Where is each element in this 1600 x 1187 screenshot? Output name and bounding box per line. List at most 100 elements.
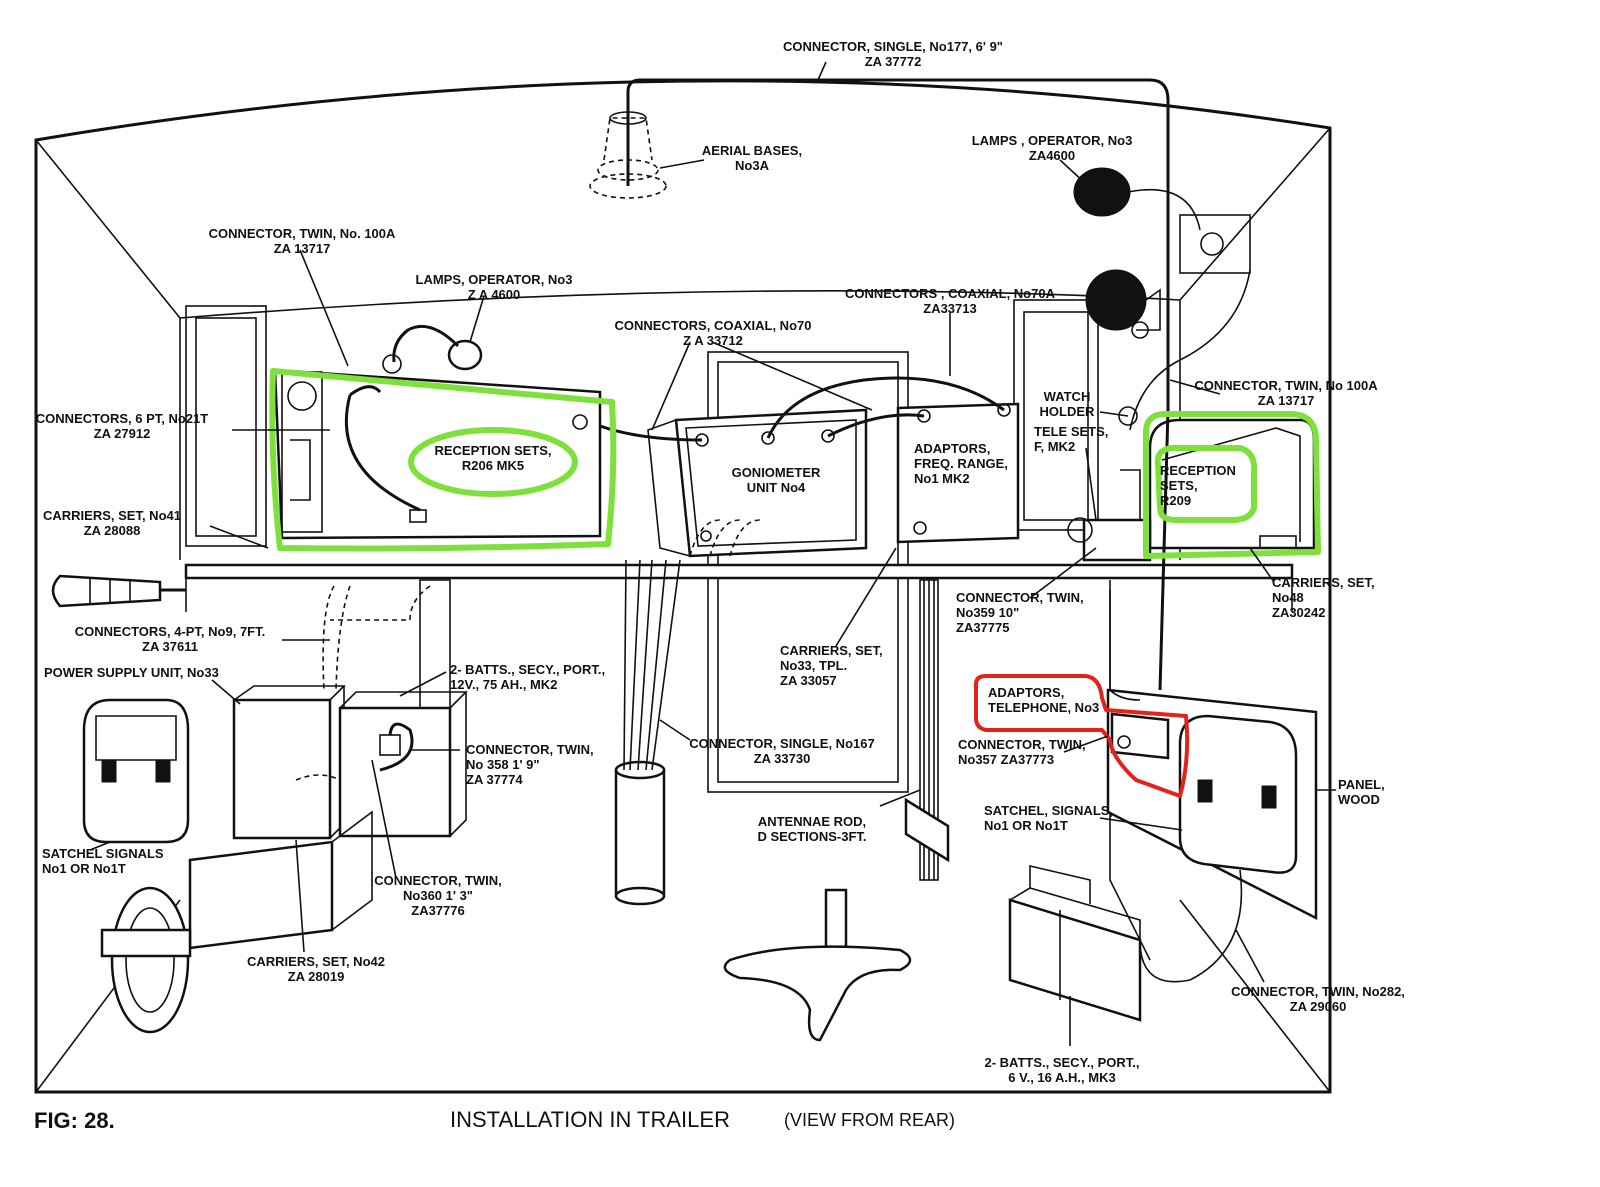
cable-bundle-left bbox=[322, 585, 431, 691]
callout-line: No1 OR No1T bbox=[984, 818, 1068, 833]
cable-drum bbox=[100, 886, 192, 1034]
callout-line: CONNECTORS, COAXIAL, No70 bbox=[615, 318, 812, 333]
callout-line: ADAPTORS, bbox=[988, 685, 1064, 700]
callout-line: CARRIERS, SET, bbox=[1272, 575, 1375, 590]
callout-line: ZA30242 bbox=[1272, 605, 1325, 620]
callout-label-l12: RECEPTION SETS,R206 MK5 bbox=[434, 443, 551, 473]
callout-line: Z A 33712 bbox=[683, 333, 743, 348]
callout-label-l27: PANEL,WOOD bbox=[1338, 777, 1385, 807]
callout-line: ZA 28019 bbox=[288, 969, 345, 984]
leader-lines bbox=[89, 61, 1336, 1046]
telephone-adaptor bbox=[1110, 712, 1170, 760]
callout-label-l31: CONNECTOR, TWIN,No360 1' 3"ZA37776 bbox=[374, 873, 502, 918]
callout-line: No1 MK2 bbox=[914, 471, 970, 486]
callout-line: No360 1' 3" bbox=[403, 888, 473, 903]
callout-line: CONNECTORS, 4-PT, No9, 7FT. bbox=[75, 624, 265, 639]
carrier-set-no41 bbox=[51, 574, 186, 608]
highlight-telephone-adaptor bbox=[974, 674, 1190, 798]
callout-line: F, MK2 bbox=[1034, 439, 1075, 454]
callout-line: 2- BATTS., SECY., PORT., bbox=[984, 1055, 1139, 1070]
callout-line: CONNECTOR, SINGLE, No177, 6' 9" bbox=[783, 39, 1003, 54]
callout-line: ZA 27912 bbox=[94, 426, 151, 441]
satchel-right bbox=[1178, 714, 1298, 874]
callout-line: ADAPTORS, bbox=[914, 441, 990, 456]
callout-label-l22: 2- BATTS., SECY., PORT.,12V., 75 AH., MK… bbox=[450, 662, 605, 692]
antenna-rods bbox=[614, 519, 761, 906]
callout-line: 2- BATTS., SECY., PORT., bbox=[450, 662, 605, 677]
caption-title: INSTALLATION IN TRAILER bbox=[450, 1107, 730, 1132]
callout-line: CONNECTORS, 6 PT, No21T bbox=[36, 411, 208, 426]
callout-line: ZA4600 bbox=[1029, 148, 1075, 163]
highlight-reception-set-r209 bbox=[1143, 411, 1321, 559]
callout-line: No1 OR No1T bbox=[42, 861, 126, 876]
callout-label-l25: CONNECTOR, TWIN,No 358 1' 9"ZA 37774 bbox=[466, 742, 594, 787]
callout-line: ZA 33057 bbox=[780, 673, 837, 688]
callout-line: ZA 37772 bbox=[865, 54, 922, 69]
callout-line: ZA 13717 bbox=[274, 241, 331, 256]
callout-line: ZA37775 bbox=[956, 620, 1009, 635]
callout-line: SATCHEL SIGNALS bbox=[42, 846, 164, 861]
callout-line: CONNECTOR, TWIN, bbox=[466, 742, 594, 757]
callout-line: ZA 28088 bbox=[84, 523, 141, 538]
callout-label-l28: SATCHEL, SIGNALS,No1 OR No1T bbox=[984, 803, 1113, 833]
reception-set-r206 bbox=[273, 368, 602, 540]
satchel-left bbox=[82, 698, 190, 844]
callout-label-l26: CONNECTOR, TWIN,No357 ZA37773 bbox=[958, 737, 1086, 767]
freq-range-adaptor bbox=[896, 402, 1020, 544]
callout-line: CONNECTOR, TWIN, bbox=[956, 590, 1084, 605]
figure-number: FIG: 28. bbox=[34, 1108, 115, 1133]
callout-line: CONNECTOR, TWIN, No. 100A bbox=[209, 226, 396, 241]
highlight-reception-set-r206 bbox=[269, 368, 617, 552]
goniometer-unit bbox=[647, 408, 868, 558]
callout-line: No3A bbox=[735, 158, 770, 173]
callout-line: No357 ZA37773 bbox=[958, 752, 1054, 767]
callout-line: CARRIERS, SET, No42 bbox=[247, 954, 385, 969]
tele-set bbox=[1067, 406, 1152, 562]
callout-line: HOLDER bbox=[1040, 404, 1096, 419]
callout-line: CONNECTOR, TWIN, No282, bbox=[1231, 984, 1405, 999]
callout-label-l21: POWER SUPPLY UNIT, No33 bbox=[44, 665, 219, 680]
callout-label-l02: AERIAL BASES,No3A bbox=[702, 143, 802, 173]
callout-label-l13: ADAPTORS,FREQ. RANGE,No1 MK2 bbox=[914, 441, 1008, 486]
callout-line: No 358 1' 9" bbox=[466, 757, 540, 772]
callout-line: RECEPTION SETS, bbox=[434, 443, 551, 458]
callout-line: GONIOMETER bbox=[732, 465, 821, 480]
operator-lamp-right-top bbox=[1073, 167, 1251, 431]
aerial-base bbox=[589, 78, 1170, 410]
coaxial-connectors bbox=[599, 376, 1005, 442]
callout-line: LAMPS , OPERATOR, No3 bbox=[972, 133, 1133, 148]
tripod-stand bbox=[723, 888, 912, 1042]
callout-label-l34: 2- BATTS., SECY., PORT.,6 V., 16 A.H., M… bbox=[984, 1055, 1139, 1085]
power-supply-unit bbox=[232, 685, 346, 840]
callout-label-l20: CARRIERS, SET,No33, TPL.ZA 33057 bbox=[780, 643, 883, 688]
callout-line: CONNECTOR, SINGLE, No167 bbox=[689, 736, 874, 751]
operator-lamp-right-mid bbox=[1085, 269, 1161, 339]
callout-line: ZA37776 bbox=[411, 903, 464, 918]
callout-line: ZA33713 bbox=[923, 301, 976, 316]
callout-labels: CONNECTOR, SINGLE, No177, 6' 9"ZA 37772A… bbox=[36, 39, 1405, 1085]
right-cables bbox=[1109, 409, 1243, 983]
carrier-set-no42 bbox=[188, 810, 373, 950]
callout-label-l19: CONNECTORS, 4-PT, No9, 7FT.ZA 37611 bbox=[75, 624, 265, 654]
callout-line: SATCHEL, SIGNALS, bbox=[984, 803, 1113, 818]
callout-line: R209 bbox=[1160, 493, 1191, 508]
callout-line: AERIAL BASES, bbox=[702, 143, 802, 158]
callout-line: No48 bbox=[1272, 590, 1304, 605]
callout-line: CONNECTOR, TWIN, bbox=[958, 737, 1086, 752]
batteries-6v bbox=[1008, 864, 1142, 1022]
callout-line: TELEPHONE, No3 bbox=[988, 700, 1099, 715]
callout-line: ZA 29060 bbox=[1290, 999, 1347, 1014]
callout-line: CONNECTOR, TWIN, bbox=[374, 873, 502, 888]
callout-line: TELE SETS, bbox=[1034, 424, 1108, 439]
batteries-12v bbox=[338, 691, 468, 838]
